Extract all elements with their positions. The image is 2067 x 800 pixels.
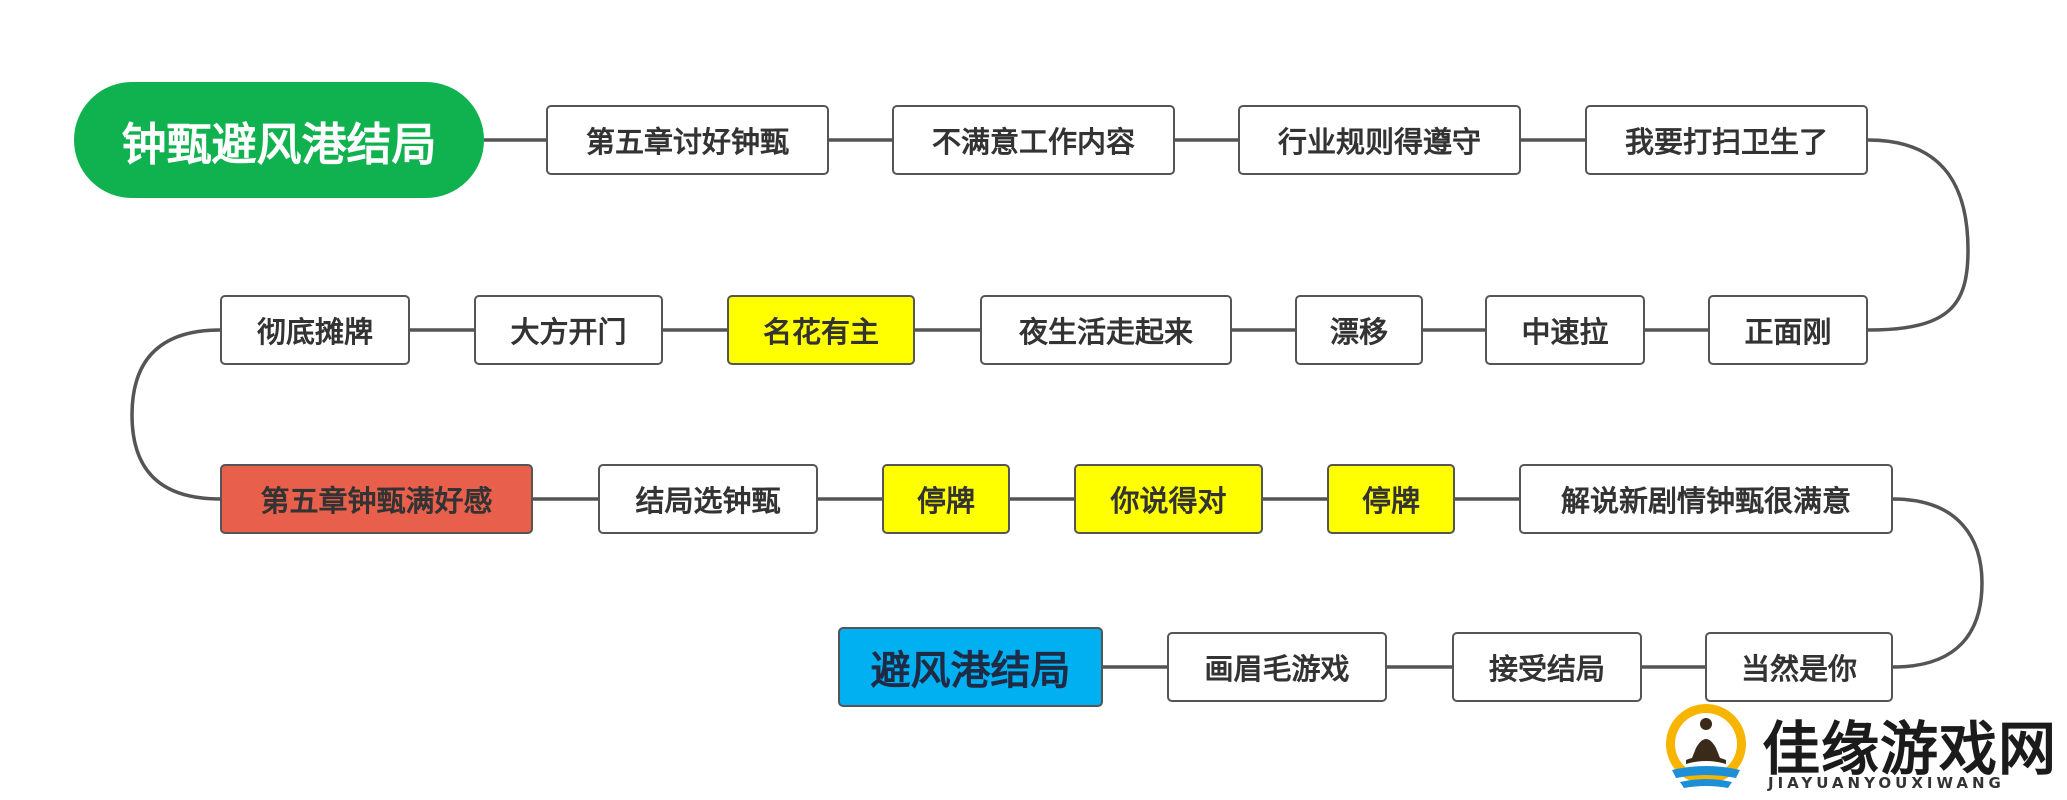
watermark-logo-icon	[1666, 704, 1746, 788]
node-r2-3: 停牌	[882, 464, 1010, 534]
node-r1-6: 大方开门	[474, 295, 663, 365]
node-r0-3: 行业规则得遵守	[1238, 105, 1521, 175]
node-r2-1: 第五章钟甄满好感	[220, 464, 533, 534]
connector-line	[1867, 138, 1970, 332]
watermark: 佳缘游戏网 JIAYUANYOUXIWANG	[1662, 700, 2062, 800]
node-r3-2: 接受结局	[1452, 632, 1642, 702]
node-r0-4: 我要打扫卫生了	[1585, 105, 1868, 175]
watermark-subtitle: JIAYUANYOUXIWANG	[1768, 774, 2005, 792]
node-r1-4: 夜生活走起来	[980, 295, 1232, 365]
node-r1-1: 正面刚	[1708, 295, 1868, 365]
node-r2-4: 你说得对	[1074, 464, 1263, 534]
node-r2-6: 解说新剧情钟甄很满意	[1519, 464, 1893, 534]
node-r1-2: 中速拉	[1485, 295, 1645, 365]
node-r1-7: 彻底摊牌	[220, 295, 410, 365]
node-r3-3: 画眉毛游戏	[1167, 632, 1387, 702]
connector-line	[1892, 497, 1984, 669]
node-end: 避风港结局	[838, 627, 1103, 707]
connector-line	[130, 328, 221, 501]
node-r3-1: 当然是你	[1705, 632, 1893, 702]
watermark-title: 佳缘游戏网	[1762, 715, 2058, 783]
node-r0-2: 不满意工作内容	[892, 105, 1175, 175]
node-r0-1: 第五章讨好钟甄	[546, 105, 829, 175]
node-r2-5: 停牌	[1327, 464, 1455, 534]
node-r1-5: 名花有主	[727, 295, 915, 365]
node-start: 钟甄避风港结局	[74, 82, 484, 198]
node-r2-2: 结局选钟甄	[598, 464, 818, 534]
node-r1-3: 漂移	[1295, 295, 1423, 365]
